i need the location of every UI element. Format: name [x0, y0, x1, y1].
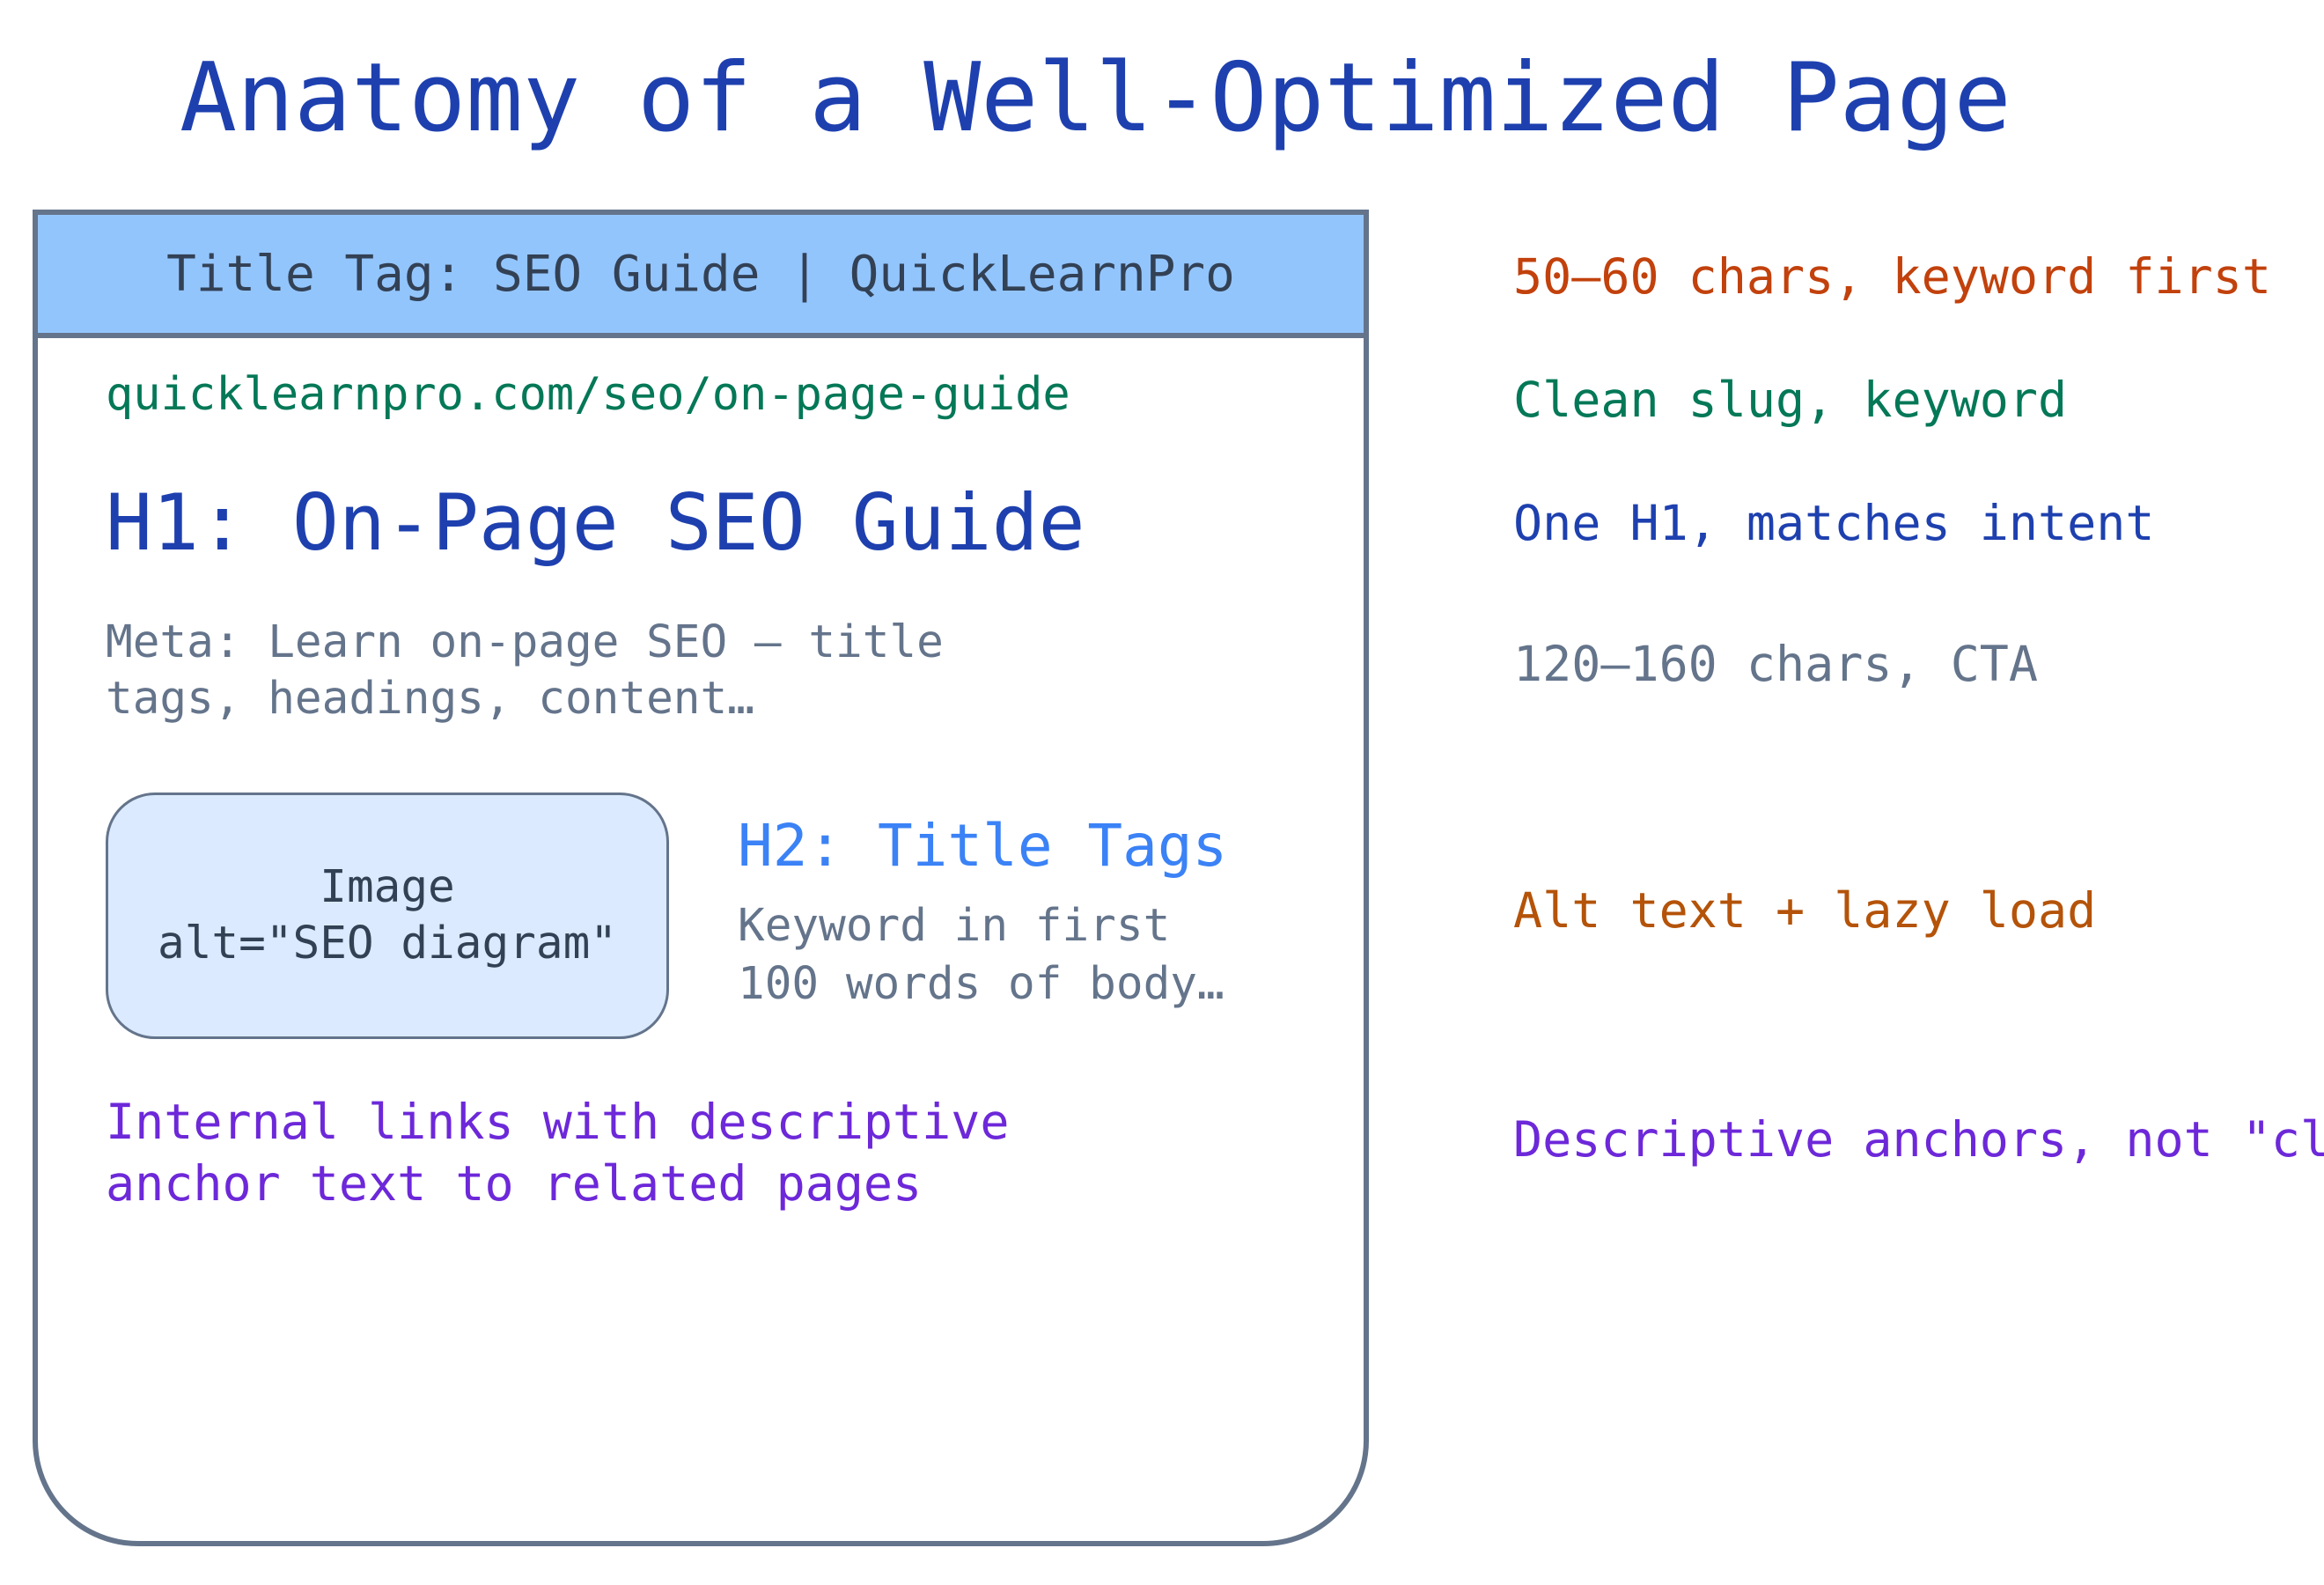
annotation-links: Descriptive anchors, not "click here"	[1513, 1111, 2324, 1168]
title-tag-bar: Title Tag: SEO Guide | QuickLearnPro	[38, 215, 1364, 338]
meta-description-line: tags, headings, content…	[106, 673, 754, 725]
page-h1-heading: H1: On-Page SEO Guide	[106, 477, 1085, 568]
title-tag-text: Title Tag: SEO Guide | QuickLearnPro	[166, 245, 1235, 303]
annotation-title-tag: 50–60 chars, keyword first	[1513, 248, 2271, 305]
page-h2-heading: H2: Title Tags	[738, 812, 1228, 880]
body-text-line: Keyword in first	[738, 900, 1171, 952]
diagram-title: Anatomy of a Well-Optimized Page	[180, 43, 2011, 153]
annotation-url: Clean slug, keyword	[1513, 372, 2068, 428]
internal-links-line: anchor text to related pages	[106, 1155, 923, 1212]
meta-description-line: Meta: Learn on-page SEO — title	[106, 616, 944, 668]
image-label: Image	[320, 861, 455, 913]
internal-links-line: Internal links with descriptive	[106, 1094, 1010, 1150]
page-url: quicklearnpro.com/seo/on-page-guide	[106, 368, 1070, 421]
body-text-line: 100 words of body…	[738, 958, 1225, 1010]
image-alt-text: alt="SEO diagram"	[158, 918, 617, 969]
annotation-image: Alt text + lazy load	[1513, 882, 2097, 939]
image-placeholder: Image alt="SEO diagram"	[106, 792, 669, 1039]
annotation-meta: 120–160 chars, CTA	[1513, 636, 2039, 692]
annotation-h1: One H1, matches intent	[1513, 495, 2155, 551]
